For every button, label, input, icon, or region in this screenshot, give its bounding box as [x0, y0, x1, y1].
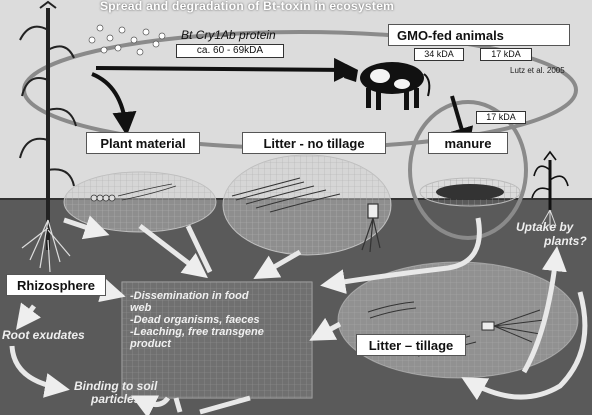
arrow-plant-to-animals: [95, 57, 358, 82]
manure-label: manure: [428, 132, 508, 154]
arrow-litter-to-dissemination: [253, 249, 302, 280]
arrow-to-plant-uptake: [521, 246, 567, 374]
fragment-17-manure-label: 17 kDA: [476, 111, 526, 124]
protein-particles-icon: [88, 24, 166, 56]
uptake-line-2: plants?: [544, 234, 587, 248]
citation-label: Lutz et al. 2005: [510, 66, 565, 75]
arrow-root-exudates-to-binding: [9, 345, 70, 398]
litter-no-tillage-label: Litter - no tillage: [242, 132, 386, 154]
litter-fragments-icon: [231, 177, 341, 213]
cow-icon: [344, 62, 431, 110]
arrow-rhizosphere-to-exudates: [16, 302, 41, 330]
binding-line-2: particles: [90, 392, 141, 406]
rhizosphere-label: Rhizosphere: [6, 274, 106, 296]
arrow-tillage-to-dissemination: [309, 317, 342, 341]
litter-no-tillage-mound: [222, 154, 392, 256]
dissemination-box: [121, 281, 313, 399]
fragment-34-label: 34 kDA: [414, 48, 464, 61]
protein-size-label: ca. 60 - 69kDA: [176, 44, 284, 58]
dissemination-line-4: -Leaching, free transgene: [130, 326, 264, 338]
manure-loop-ellipse: [408, 100, 528, 240]
plant-material-label: Plant material: [86, 132, 200, 154]
corn-plant-left-icon: [19, 0, 77, 250]
animals-label: GMO-fed animals: [388, 24, 570, 46]
corn-plant-right-icon: [531, 150, 569, 228]
dissemination-line-5: product: [130, 338, 171, 350]
dissemination-text: -Dissemination in food web -Dead organis…: [130, 290, 264, 350]
roots-left-icon: [21, 219, 71, 273]
arrow-dissemination-to-binding: [131, 395, 171, 415]
fragment-17-label: 17 kDA: [480, 48, 532, 61]
arrow-to-plant-material: [91, 72, 137, 136]
arrow-tillage-loop: [461, 291, 588, 401]
dissemination-line-2: web: [130, 302, 152, 314]
plant-fragments-icon: [90, 183, 177, 202]
uptake-label: Uptake by plants?: [516, 220, 587, 248]
diagram-title: Spread and degradation of Bt-toxin in ec…: [100, 0, 395, 13]
manure-patch-icon: [436, 184, 504, 200]
litter-tillage-label: Litter – tillage: [356, 334, 466, 356]
stubble-roots-icon: [361, 203, 381, 253]
protein-name-label: Bt Cry1Ab protein: [181, 28, 276, 42]
uptake-line-1: Uptake by: [516, 220, 574, 234]
arrow-plant-material-to-dissemination: [138, 224, 208, 279]
arrow-manure-to-dissemination: [320, 217, 482, 294]
root-exudates-label: Root exudates: [2, 328, 85, 342]
dissemination-line-3: -Dead organisms, faeces: [130, 314, 260, 326]
binding-label: Binding to soil particles: [74, 380, 157, 406]
dissemination-line-1: -Dissemination in food: [130, 290, 249, 302]
binding-line-1: Binding to soil: [74, 379, 158, 393]
